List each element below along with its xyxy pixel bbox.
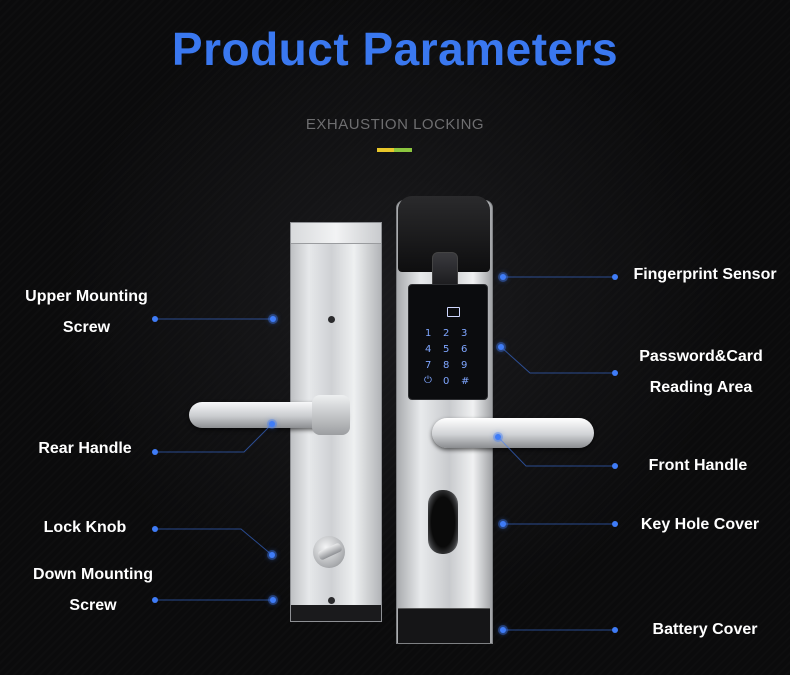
connector-front-handle <box>497 436 615 467</box>
power-icon: ⏻ <box>424 375 432 386</box>
connector-lock-knob <box>155 528 273 556</box>
keypad-key: 1 <box>425 328 432 339</box>
rear-handle-hub <box>312 395 350 435</box>
dot-lock-knob-outer <box>152 526 158 532</box>
keypad-key: 0 <box>443 376 450 387</box>
dot-front-handle-inner <box>495 434 501 440</box>
keypad-key: 9 <box>461 360 468 371</box>
accent-bar-yellow <box>377 148 394 152</box>
dot-battery-outer <box>612 627 618 633</box>
label-key-hole-cover: Key Hole Cover <box>640 516 760 533</box>
dot-upper-mounting-outer <box>152 316 158 322</box>
keypad-key: 5 <box>443 344 450 355</box>
dot-key-hole-inner <box>500 521 506 527</box>
dot-password-inner <box>498 344 504 350</box>
keypad-key: 6 <box>461 344 468 355</box>
label-upper-mounting-screw: Upper Mounting Screw <box>10 281 163 343</box>
upper-screw-hole <box>328 316 335 323</box>
dot-down-mounting-outer <box>152 597 158 603</box>
accent-bar-green <box>394 148 412 152</box>
label-line: Screw <box>62 319 111 336</box>
connector-password <box>500 346 615 374</box>
page-subtitle: EXHAUSTION LOCKING <box>305 116 485 133</box>
dot-key-hole-outer <box>612 521 618 527</box>
dot-down-mounting-inner <box>270 597 276 603</box>
lower-screw-hole <box>328 597 335 604</box>
label-lock-knob: Lock Knob <box>43 519 127 536</box>
label-rear-handle: Rear Handle <box>38 440 132 457</box>
keypad-key: 8 <box>443 360 450 371</box>
dot-upper-mounting-inner <box>270 316 276 322</box>
dot-fingerprint-outer <box>612 274 618 280</box>
dot-fingerprint-inner <box>500 274 506 280</box>
label-line: Password&Card <box>639 348 763 365</box>
label-line: Upper Mounting <box>25 288 148 305</box>
battery-cover <box>398 608 490 643</box>
key-hole-cover <box>428 490 458 554</box>
keypad-key: 3 <box>461 328 468 339</box>
label-line: Screw <box>69 597 117 614</box>
label-password-card-reading-area: Password&Card Reading Area <box>621 341 781 403</box>
password-keypad <box>408 284 488 400</box>
front-handle <box>432 418 594 448</box>
label-fingerprint-sensor: Fingerprint Sensor <box>633 266 777 283</box>
label-front-handle: Front Handle <box>648 457 748 474</box>
keypad-key: 7 <box>425 360 432 371</box>
dot-password-outer <box>612 370 618 376</box>
dot-rear-handle-inner <box>269 421 275 427</box>
card-reader-icon <box>447 307 460 317</box>
keypad-key: 2 <box>443 328 450 339</box>
connector-rear-handle <box>155 423 273 453</box>
label-line: Reading Area <box>649 379 753 396</box>
dot-rear-handle-outer <box>152 449 158 455</box>
rear-plate-top-cap <box>291 223 381 244</box>
rear-plate-bottom-cap <box>291 605 381 621</box>
label-down-mounting-screw: Down Mounting Screw <box>14 559 172 621</box>
dot-lock-knob-inner <box>269 552 275 558</box>
dot-battery-inner <box>500 627 506 633</box>
label-line: Down Mounting <box>33 566 153 583</box>
page-title: Product Parameters <box>171 23 619 75</box>
dot-front-handle-outer <box>612 463 618 469</box>
keypad-key: # <box>461 376 470 387</box>
label-battery-cover: Battery Cover <box>652 621 758 638</box>
keypad-key: 4 <box>425 344 432 355</box>
